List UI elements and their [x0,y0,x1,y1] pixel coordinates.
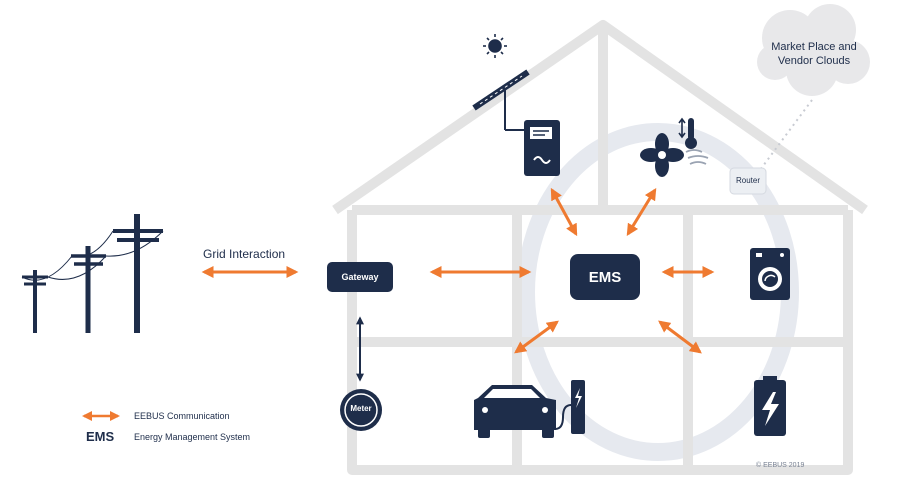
cloud-label: Market Place and Vendor Clouds [771,41,857,67]
cloud-router-link [759,99,813,171]
copyright-label: © EEBUS 2019 [756,462,805,469]
sun-icon [483,34,507,58]
meter-icon [340,389,382,431]
solar-panel-icon [472,69,530,131]
inverter-ems-arrow [550,187,578,237]
charging-station-icon [554,380,585,434]
inverter-icon [524,120,560,176]
heat-pump-icon [640,117,709,177]
ems-car-arrow [514,320,559,354]
ems-battery-arrow [658,320,702,354]
router-label: Router [735,176,760,185]
legend-communication-label: EEBUS Communication [134,411,230,421]
house-outline [332,20,868,475]
legend-ems-full: Energy Management System [134,432,251,442]
electric-car-icon [474,385,556,438]
battery-icon [754,376,786,436]
router-box [729,167,767,195]
power-pylons-icon [21,214,164,333]
ems-box: EMS [570,254,640,300]
communication-arrows [82,187,715,421]
heatpump-ems-arrow [626,187,657,237]
grid-interaction-label: Grid Interaction [203,247,286,261]
legend-ems-abbrev: EMS [86,429,115,444]
meter-label: Meter [350,404,372,413]
gateway-box: Gateway [327,262,393,292]
washing-machine-icon [750,248,790,300]
cloud-icon [757,4,870,96]
